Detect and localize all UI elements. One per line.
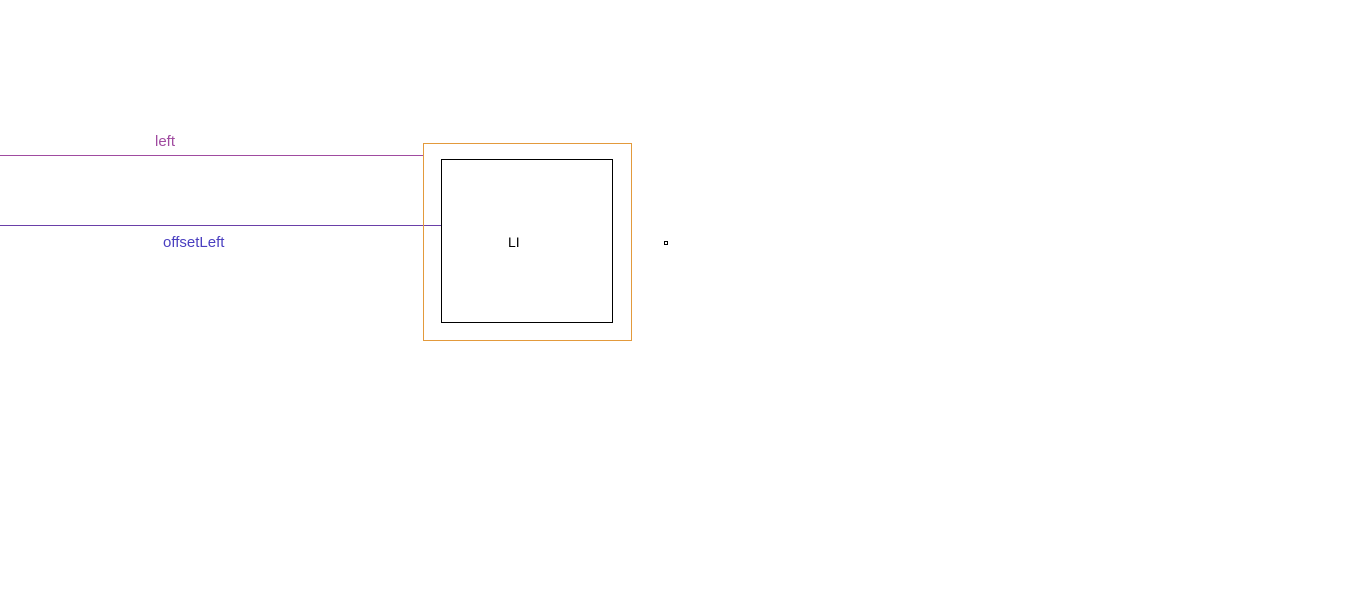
offset-left-label: offsetLeft (163, 234, 225, 251)
left-label: left (155, 133, 176, 150)
small-square-marker (664, 241, 668, 245)
li-element-label: LI (508, 234, 520, 250)
left-measure-line (0, 155, 424, 156)
li-element-box (441, 159, 613, 323)
margin-box (423, 143, 632, 341)
offset-left-measure-line (0, 225, 441, 226)
